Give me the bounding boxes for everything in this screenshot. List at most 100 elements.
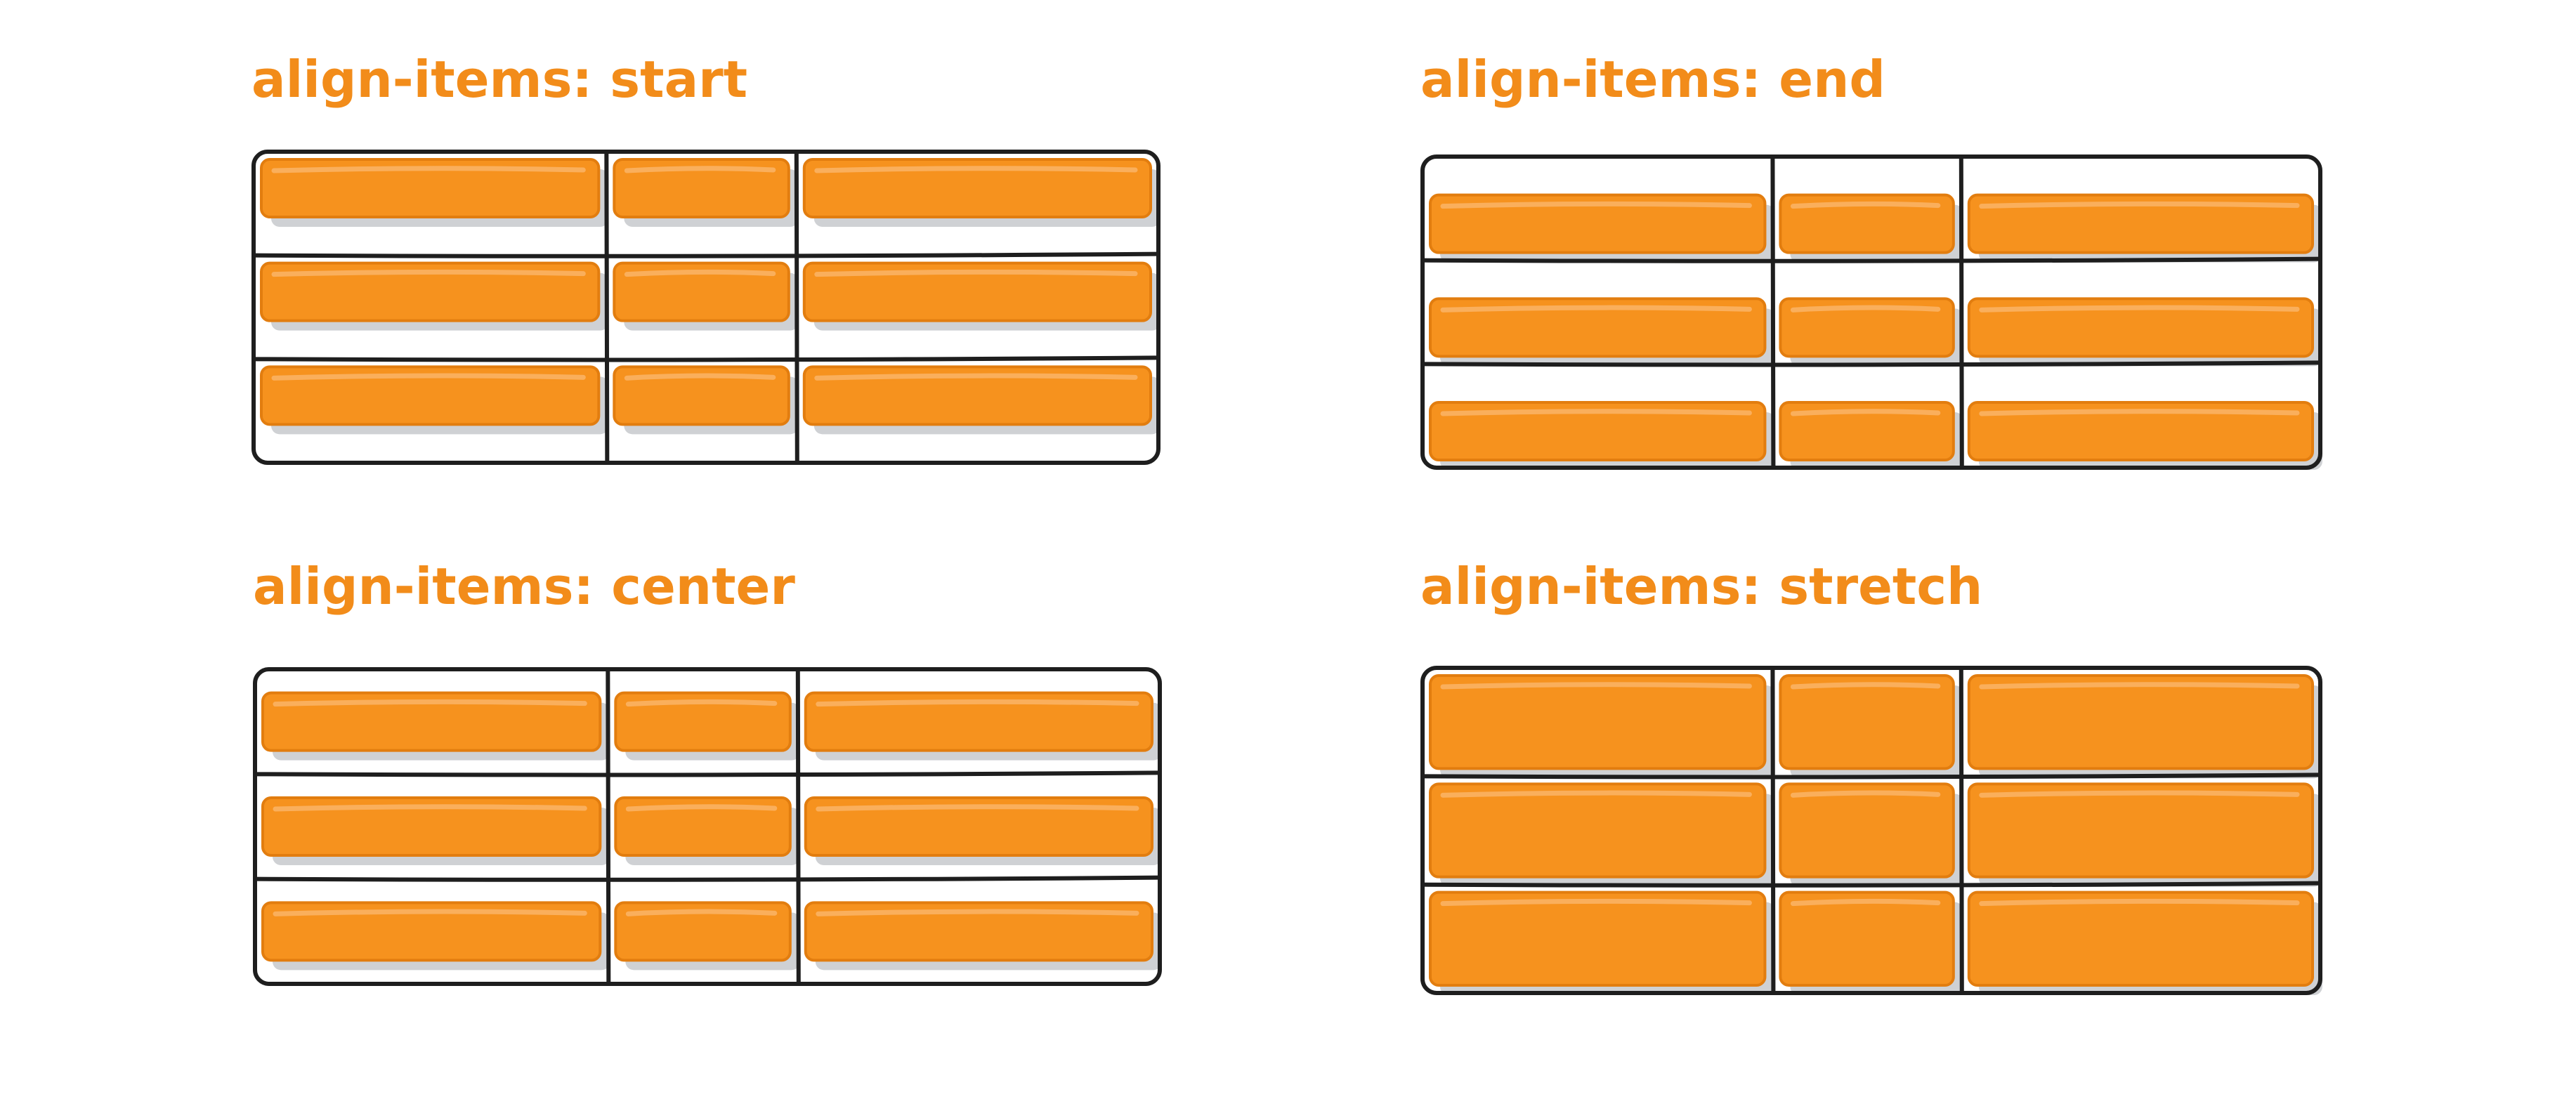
grid-item-body [613, 261, 790, 322]
grid-item-body [1429, 297, 1767, 358]
grid-item [1967, 297, 2322, 367]
grid-item [1967, 193, 2322, 263]
grid-item [1967, 674, 2322, 779]
grid-item-highlight [1790, 201, 1941, 209]
column-line [604, 150, 610, 465]
grid-item-highlight [1790, 790, 1941, 798]
grid-item [261, 691, 610, 761]
grid-item-body [613, 365, 790, 426]
column-line [1959, 154, 1964, 470]
grid-item-body [261, 901, 602, 962]
grid-diagram [1420, 666, 2322, 995]
grid-item-body [1779, 782, 1955, 879]
grid-item [1429, 297, 1775, 367]
grid-border [253, 667, 1162, 986]
grid-item-body [1429, 890, 1767, 987]
row-line [1420, 360, 2322, 367]
grid-item-highlight [1790, 682, 1941, 690]
grid-item [614, 901, 800, 971]
grid-item-highlight [1440, 790, 1752, 798]
grid-item [802, 158, 1160, 227]
grid-item [1429, 193, 1775, 263]
grid-item-body [613, 158, 790, 218]
grid-item-body [802, 261, 1152, 322]
grid-item-body [614, 901, 792, 962]
grid-item-highlight [1790, 305, 1941, 313]
grid-item-body [614, 796, 792, 857]
grid-item-body [1967, 890, 2314, 987]
grid-item-body [802, 365, 1152, 426]
grid-item-highlight [273, 909, 587, 916]
column-line [1770, 154, 1776, 470]
row-line [251, 355, 1160, 362]
grid-item-highlight [1979, 409, 2300, 416]
grid-item-highlight [624, 269, 776, 277]
grid-item-highlight [1979, 682, 2300, 690]
grid-item [1779, 674, 1963, 779]
grid-item [1967, 890, 2322, 995]
grid-item [1429, 782, 1775, 887]
grid-item-body [1779, 297, 1955, 358]
grid-item [260, 365, 609, 435]
grid-item-body [1967, 297, 2314, 358]
row-line [253, 875, 1162, 882]
grid-item [613, 261, 799, 331]
grid-item-highlight [814, 269, 1138, 277]
grid-item-highlight [816, 804, 1139, 812]
grid-item [1779, 890, 1963, 995]
grid-item-body [614, 691, 792, 752]
grid-item-body [1429, 193, 1767, 254]
grid-item-highlight [1979, 201, 2300, 209]
grid-diagram [253, 667, 1162, 986]
grid-border [251, 150, 1160, 465]
panel-title: align-items: end [1420, 50, 1885, 109]
grid-item-body [261, 796, 602, 857]
grid-item-body [1779, 674, 1955, 770]
grid-item-highlight [624, 373, 776, 381]
grid-item-highlight [1790, 898, 1941, 907]
grid-item-body [804, 901, 1153, 962]
grid-item-highlight [625, 909, 778, 916]
row-line [1420, 772, 2322, 780]
grid-item [1967, 401, 2322, 470]
grid-item [614, 796, 800, 865]
grid-item-highlight [271, 373, 586, 381]
grid-item [1779, 297, 1963, 367]
grid-item [613, 365, 799, 435]
grid-item [1779, 782, 1963, 887]
grid-items [260, 158, 1160, 435]
grid-item [1429, 674, 1775, 779]
row-line [251, 251, 1160, 258]
grid-item-highlight [1440, 682, 1752, 690]
grid-item-body [1429, 782, 1767, 879]
grid-item [260, 158, 609, 227]
grid-item-highlight [271, 269, 586, 277]
grid-item [802, 365, 1160, 435]
grid-item-highlight [1440, 898, 1752, 907]
grid-item-highlight [816, 699, 1139, 707]
grid-item-highlight [1440, 305, 1752, 313]
grid-item-body [802, 158, 1152, 218]
grid-item-highlight [1790, 409, 1941, 416]
grid-item-body [804, 796, 1153, 857]
panel-title: align-items: start [251, 50, 748, 109]
panel-title: align-items: stretch [1420, 557, 1983, 616]
grid-item [614, 691, 800, 761]
grid-item-body [1779, 890, 1955, 987]
grid-diagram [1420, 154, 2322, 470]
grid-item-highlight [1979, 898, 2300, 907]
row-line [253, 770, 1162, 777]
grid-item [261, 796, 610, 865]
column-line [1770, 666, 1776, 995]
grid-item-body [1967, 193, 2314, 254]
grid-item [1779, 193, 1963, 263]
row-line [1420, 256, 2322, 263]
grid-item-highlight [625, 804, 778, 812]
grid-item-highlight [1979, 305, 2300, 313]
grid-lines [253, 667, 1162, 986]
grid-item-body [1967, 674, 2314, 770]
grid-item-body [260, 158, 601, 218]
grid-item [804, 796, 1162, 865]
grid-border [1420, 154, 2322, 470]
grid-items [1429, 674, 2322, 995]
